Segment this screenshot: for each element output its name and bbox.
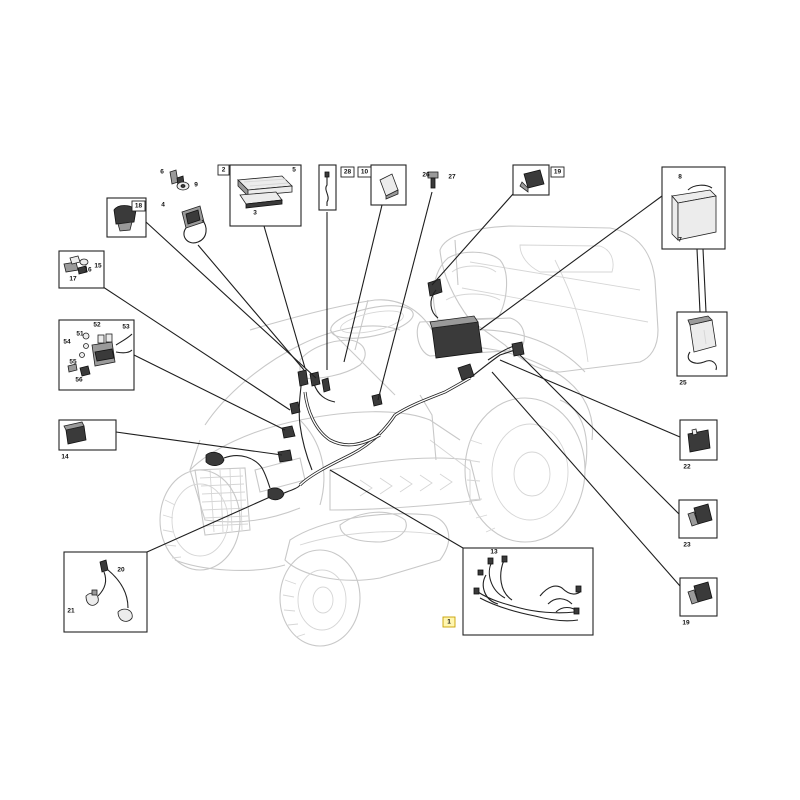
svg-text:19: 19 [554, 169, 562, 176]
svg-text:20: 20 [117, 567, 125, 574]
svg-text:16: 16 [84, 267, 92, 274]
callout-19-top: 19 [550, 166, 565, 178]
svg-text:56: 56 [75, 377, 83, 384]
svg-text:10: 10 [361, 169, 369, 176]
part-box-51-56 [58, 319, 135, 391]
part-group-26-27 [427, 171, 439, 189]
callout-27: 27 [448, 174, 456, 181]
callout-26: 26 [422, 172, 430, 179]
svg-text:18: 18 [135, 203, 143, 210]
part-group-6-9 [169, 169, 190, 191]
callout-3: 3 [253, 210, 257, 217]
svg-text:21: 21 [67, 608, 75, 615]
part-box-22 [679, 419, 718, 461]
callout-19-bottom: 19 [682, 620, 690, 627]
callout-23: 23 [683, 542, 691, 549]
callout-5: 5 [292, 167, 296, 174]
svg-text:26: 26 [422, 172, 430, 179]
callout-16: 16 [84, 267, 92, 274]
svg-text:51: 51 [76, 331, 84, 338]
harness-routing [205, 278, 525, 501]
callout-6: 6 [160, 169, 164, 176]
callout-1: 1 [442, 616, 456, 628]
svg-text:25: 25 [679, 380, 687, 387]
callout-10: 10 [357, 166, 372, 178]
svg-text:54: 54 [63, 339, 71, 346]
svg-text:14: 14 [61, 454, 69, 461]
part-box-20-21 [63, 551, 148, 633]
callout-22: 22 [683, 464, 691, 471]
svg-text:27: 27 [448, 174, 456, 181]
svg-text:53: 53 [122, 324, 130, 331]
part-box-19-top [512, 164, 550, 196]
svg-text:22: 22 [683, 464, 691, 471]
svg-text:13: 13 [490, 549, 498, 556]
callout-14: 14 [61, 454, 69, 461]
part-box-25 [676, 311, 728, 377]
callout-17: 17 [69, 276, 77, 283]
callout-28: 28 [340, 166, 355, 178]
svg-text:1: 1 [447, 619, 451, 626]
part-box-7-8 [661, 166, 726, 250]
leader-lines [96, 191, 707, 587]
part-box-28 [318, 164, 337, 211]
callout-25: 25 [679, 380, 687, 387]
part-box-23 [678, 499, 718, 539]
callout-13: 13 [490, 549, 498, 556]
callout-15: 15 [94, 263, 102, 270]
svg-text:3: 3 [253, 210, 257, 217]
svg-text:6: 6 [160, 169, 164, 176]
callout-51: 51 [76, 331, 84, 338]
callout-55: 55 [69, 359, 77, 366]
part-group-4 [181, 205, 207, 244]
svg-text:7: 7 [678, 237, 682, 244]
callout-7: 7 [678, 237, 682, 244]
callout-4: 4 [161, 202, 165, 209]
callout-56: 56 [75, 377, 83, 384]
svg-text:52: 52 [93, 322, 101, 329]
callout-8: 8 [678, 174, 682, 181]
part-box-2-3-5 [229, 164, 302, 227]
callout-18: 18 [131, 200, 146, 212]
callout-53: 53 [122, 324, 130, 331]
part-box-15-17 [58, 250, 105, 289]
svg-text:15: 15 [94, 263, 102, 270]
svg-text:17: 17 [69, 276, 77, 283]
callout-21: 21 [67, 608, 75, 615]
callout-54: 54 [63, 339, 71, 346]
svg-text:28: 28 [344, 169, 352, 176]
part-box-1-harness [462, 547, 594, 636]
part-box-14 [58, 419, 117, 451]
svg-text:9: 9 [194, 182, 198, 189]
callout-labels: 1 2 3 4 5 6 7 8 9 10 13 14 15 16 17 18 1… [61, 164, 691, 628]
svg-text:4: 4 [161, 202, 165, 209]
callout-2: 2 [217, 164, 230, 176]
svg-text:55: 55 [69, 359, 77, 366]
part-box-10 [370, 164, 407, 206]
callout-20: 20 [117, 567, 125, 574]
svg-text:5: 5 [292, 167, 296, 174]
svg-text:19: 19 [682, 620, 690, 627]
svg-text:8: 8 [678, 174, 682, 181]
svg-text:2: 2 [222, 167, 226, 174]
callout-9: 9 [194, 182, 198, 189]
svg-text:23: 23 [683, 542, 691, 549]
callout-52: 52 [93, 322, 101, 329]
part-box-19-bottom [679, 577, 718, 617]
